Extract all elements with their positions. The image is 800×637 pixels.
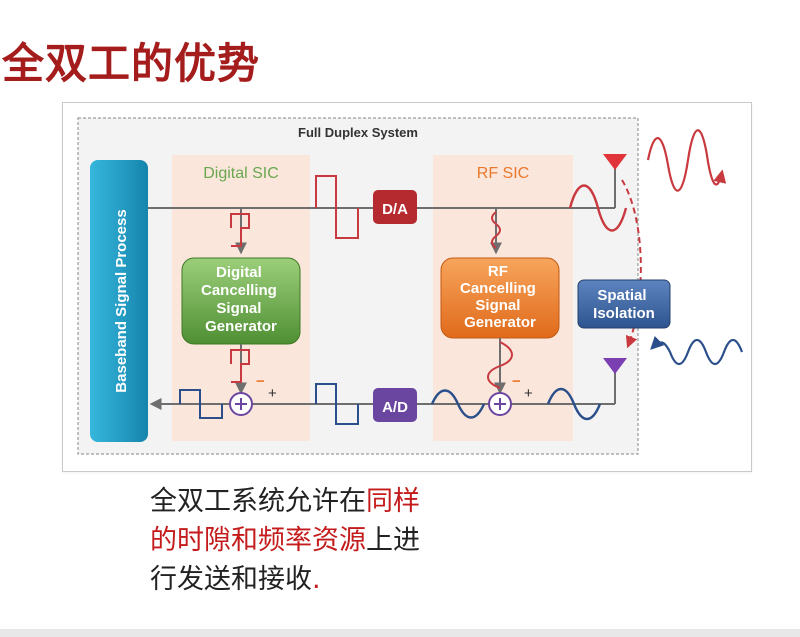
svg-text:Spatial Isolation: Spatial Isolation xyxy=(593,287,655,322)
digital-plus: + xyxy=(268,385,277,402)
incoming-wave xyxy=(650,335,744,366)
rf-cancel-wave xyxy=(487,341,513,389)
digital-cancel-pulse xyxy=(230,349,250,383)
rx-residual-wave xyxy=(430,389,486,419)
tx-digital-pulse xyxy=(315,175,359,239)
svg-text:RF Cancelling Signal: RF Cancelling Signal Generator xyxy=(460,263,540,331)
baseband-label: Baseband Signal Process xyxy=(113,209,130,392)
rf-gen-line-3: Signal xyxy=(475,297,520,314)
caption-period: . xyxy=(312,564,321,595)
caption-highlight-2: 的时隙和频率资源 xyxy=(150,525,366,556)
da-label: D/A xyxy=(382,201,408,218)
system-title: Full Duplex System xyxy=(298,125,418,140)
rx-digital-pulse xyxy=(315,383,359,425)
rx-antenna-icon xyxy=(603,358,627,374)
da-block xyxy=(373,190,417,224)
rf-branch-wave xyxy=(491,211,501,249)
footer-bar xyxy=(0,629,800,637)
tx-analog-wave xyxy=(568,184,628,232)
digital-branch-pulse xyxy=(230,213,250,247)
spatial-isolation-block xyxy=(577,279,671,329)
caption-line-2: 的时隙和频率资源上进 xyxy=(150,525,420,556)
rf-sic-label: RF SIC xyxy=(477,165,529,182)
baseband-block xyxy=(90,160,148,442)
digital-gen-line-2: Cancelling xyxy=(201,282,277,299)
rf-gen-line-1: RF xyxy=(488,263,508,280)
caption-line-1: 全双工系统允许在同样 xyxy=(150,486,420,517)
ad-block xyxy=(373,388,417,422)
rf-gen-line-2: Cancelling xyxy=(460,280,536,297)
output-digital-pulse xyxy=(179,389,223,419)
digital-gen-line-3: Signal xyxy=(216,300,261,317)
spatial-line-2: Isolation xyxy=(593,305,655,322)
caption-highlight-1: 同样 xyxy=(366,486,420,517)
tx-antenna-icon xyxy=(603,154,627,170)
digital-sic-label: Digital SIC xyxy=(203,165,279,182)
outgoing-wave xyxy=(646,129,727,192)
caption: 全双工系统允许在同样 的时隙和频率资源上进 行发送和接收. xyxy=(150,482,420,599)
ad-label: A/D xyxy=(382,399,408,416)
rf-plus: + xyxy=(524,385,533,402)
rf-minus: − xyxy=(512,373,521,390)
digital-minus: − xyxy=(256,373,265,390)
digital-gen-line-1: Digital xyxy=(216,264,262,281)
caption-line-3: 行发送和接收. xyxy=(150,564,321,595)
digital-gen-line-4: Generator xyxy=(205,318,277,335)
rx-received-wave xyxy=(546,387,602,421)
spatial-line-1: Spatial xyxy=(597,287,646,304)
slide-title: 全双工的优势 xyxy=(2,39,261,88)
rf-gen-line-4: Generator xyxy=(464,314,536,331)
svg-text:Digital Cancelling Sig: Digital Cancelling Signal Generator xyxy=(201,264,281,335)
